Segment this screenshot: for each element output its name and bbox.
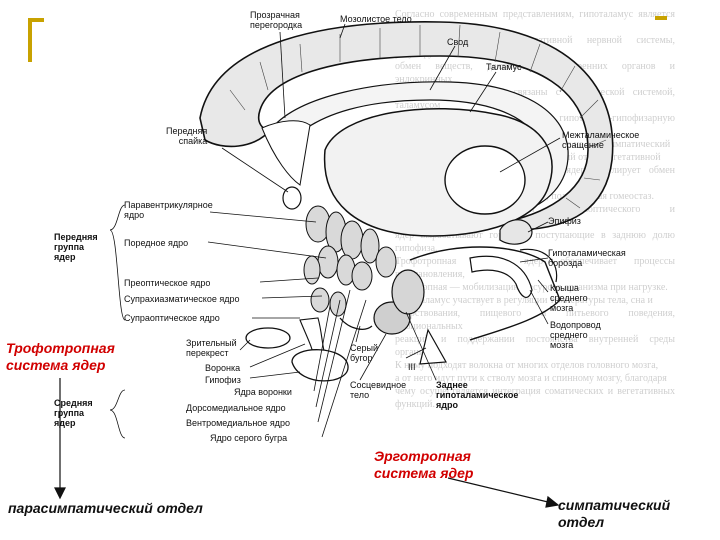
nuclei-cluster	[303, 205, 397, 317]
pineal-shape	[499, 219, 533, 245]
hypophysis-shape	[291, 349, 349, 382]
optic-chiasm-shape	[245, 327, 291, 349]
label-third-nerve: III	[408, 362, 416, 372]
background-text-line: желез. Его ядра тесно связаны с лимбичес…	[395, 87, 675, 111]
label-ventromedial: Вентромедиальное ядро	[186, 418, 290, 428]
septum-shape	[261, 120, 311, 186]
label-thalamus: Таламус	[486, 62, 522, 72]
label-fornix: Свод	[447, 37, 469, 47]
corpus-callosum-hatching	[229, 24, 607, 209]
oculomotor-nerve-shape	[419, 328, 447, 365]
background-text-line: ядер вырабатывают гормоны, поступающие в…	[395, 230, 675, 254]
label-dorsomedial: Дорсомедиальное ядро	[186, 403, 286, 413]
arrows	[54, 378, 560, 508]
label-suprachiasmatic: Супрахиазматическое ядро	[124, 294, 240, 304]
aqueduct-shape	[469, 255, 533, 298]
label-supraoptic: Супраоптическое ядро	[124, 313, 220, 323]
posterior-nucleus-shape	[391, 269, 425, 315]
background-text-line: Трофотропная система ядер обеспечивает п…	[395, 256, 675, 280]
label-preoptic-area: Поредное ядро	[124, 238, 189, 248]
midbrain-outline	[409, 246, 561, 341]
accent-bar-left	[28, 18, 32, 62]
background-text-line: а от него идут пути к стволу мозга и спи…	[395, 373, 667, 384]
leader-lines	[109, 23, 561, 439]
anterior-commissure-shape	[282, 186, 302, 210]
label-hypophysis: Гипофиз	[205, 375, 241, 385]
tuber-shape	[339, 317, 373, 330]
background-text-line: чему осуществляется интеграция соматичес…	[395, 386, 675, 410]
caption-parasympathetic: парасимпатический отдел	[8, 500, 203, 516]
background-text-line: Гипоталамус участвует в регуляции темпер…	[395, 295, 653, 306]
label-tuberal: Ядро серого бугра	[210, 433, 288, 443]
background-text-line: бодрствования, пищевого и питьевого пове…	[395, 308, 675, 332]
background-text-line: К нему подходят волокна от многих отдело…	[395, 360, 659, 371]
corpus-callosum-shape	[199, 21, 614, 231]
label-epiphysis: Эпифиз	[548, 216, 581, 226]
label-infundibulum: Воронка	[205, 363, 241, 373]
accent-dash-right	[655, 16, 667, 20]
background-text-line: реакций и поддержании постоянства внутре…	[395, 334, 675, 358]
label-infundibular-nucleus: Ядра воронки	[234, 387, 292, 397]
tectum-shape	[519, 248, 558, 283]
label-preoptic: Преоптическое ядро	[124, 278, 211, 288]
label-corpus-callosum: Мозолистое тело	[340, 14, 412, 24]
interthalamic-adhesion-shape	[444, 145, 526, 215]
accent-bar-top	[28, 18, 44, 22]
